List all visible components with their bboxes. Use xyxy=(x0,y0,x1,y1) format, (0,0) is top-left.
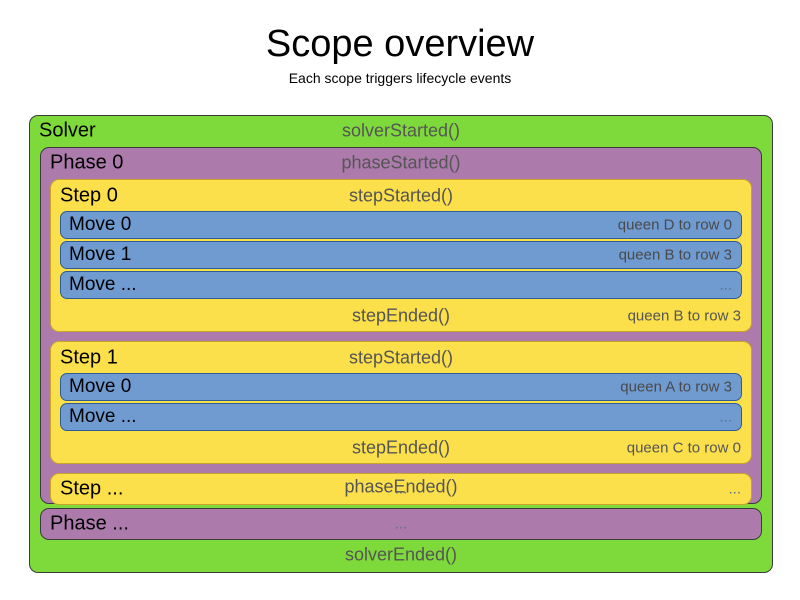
step-scope[interactable]: Step 0 stepStarted() Move 0 queen D to r… xyxy=(50,179,752,332)
step-started-event: stepStarted() xyxy=(348,185,454,205)
step-header-row: Step 0 stepStarted() xyxy=(51,180,751,211)
phase-label: Phase ... xyxy=(50,512,129,535)
move-detail: queen D to row 0 xyxy=(617,216,732,234)
steps-container: Step 0 stepStarted() Move 0 queen D to r… xyxy=(41,179,761,514)
step-footer-row: stepEnded() queen B to row 3 xyxy=(51,301,751,331)
move-label: Move 0 xyxy=(69,214,132,235)
move-scope-ellipsis[interactable]: Move ... ... xyxy=(60,271,742,299)
move-scope-ellipsis[interactable]: Move ... ... xyxy=(60,403,742,431)
phase-label: Phase 0 xyxy=(50,151,124,174)
solver-ended-event: solverEnded() xyxy=(344,544,458,565)
step-label: Step ... xyxy=(60,477,124,500)
move-scope[interactable]: Move 0 queen A to row 3 xyxy=(60,373,742,401)
step-ended-detail: queen B to row 3 xyxy=(627,307,741,325)
move-scope[interactable]: Move 0 queen D to row 0 xyxy=(60,211,742,239)
step-label: Step 1 xyxy=(60,346,118,368)
move-detail: ... xyxy=(719,408,732,426)
moves-container: Move 0 queen A to row 3 Move ... ... xyxy=(51,373,751,431)
solver-scope[interactable]: Solver solverStarted() Phase 0 phaseStar… xyxy=(29,115,773,573)
move-detail: ... xyxy=(719,276,732,294)
phase-ellipsis-center: ... xyxy=(394,515,408,533)
phase-ellipsis-row: Phase ... ... xyxy=(41,509,761,539)
page-subtitle: Each scope triggers lifecycle events xyxy=(288,70,512,86)
step-started-event: stepStarted() xyxy=(348,347,454,367)
phase-footer-row: phaseEnded() xyxy=(41,471,761,503)
move-label: Move 0 xyxy=(69,376,132,397)
move-detail: queen A to row 3 xyxy=(620,378,732,396)
phase-header-row: Phase 0 phaseStarted() xyxy=(41,148,761,178)
step-ellipsis-right: ... xyxy=(728,480,741,498)
page-header: Scope overview Each scope triggers lifec… xyxy=(0,0,800,87)
move-label: Move 1 xyxy=(69,244,132,265)
phase-scope-ellipsis[interactable]: Phase ... ... xyxy=(40,508,762,540)
phase-scope[interactable]: Phase 0 phaseStarted() Step 0 stepStarte… xyxy=(40,147,762,505)
step-scope[interactable]: Step 1 stepStarted() Move 0 queen A to r… xyxy=(50,341,752,464)
step-scope-ellipsis[interactable]: Step ... ... ... xyxy=(50,473,752,505)
solver-header-row: Solver solverStarted() xyxy=(30,116,772,146)
step-ended-detail: queen C to row 0 xyxy=(626,439,741,457)
move-label: Move ... xyxy=(69,274,137,295)
solver-footer-row: solverEnded() xyxy=(30,538,772,572)
step-label: Step 0 xyxy=(60,184,118,206)
move-detail: queen B to row 3 xyxy=(618,246,732,264)
move-label: Move ... xyxy=(69,406,137,427)
phase-ended-event: phaseEnded() xyxy=(344,476,458,497)
phase-started-event: phaseStarted() xyxy=(341,152,461,173)
solver-label: Solver xyxy=(39,119,96,142)
step-header-row: Step 1 stepStarted() xyxy=(51,342,751,373)
moves-container: Move 0 queen D to row 0 Move 1 queen B t… xyxy=(51,211,751,299)
page-title: Scope overview xyxy=(265,23,535,65)
solver-started-event: solverStarted() xyxy=(341,120,461,141)
move-scope[interactable]: Move 1 queen B to row 3 xyxy=(60,241,742,269)
step-footer-row: stepEnded() queen C to row 0 xyxy=(51,433,751,463)
